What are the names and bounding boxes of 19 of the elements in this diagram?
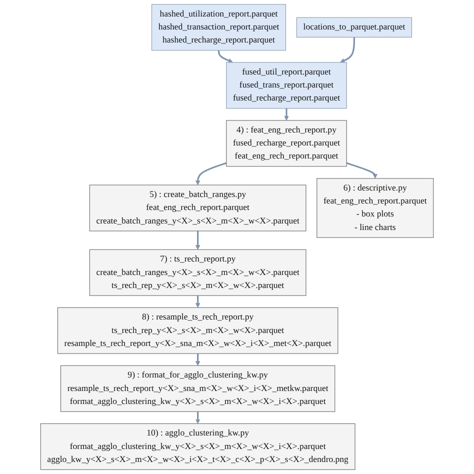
arrow <box>195 296 200 308</box>
arrow <box>346 162 378 179</box>
arrow <box>195 354 200 366</box>
node-box: 6) : descriptive.py feat_eng_rech_report.parquet - box plots - line charts <box>316 178 434 238</box>
arrow <box>195 230 200 250</box>
arrow <box>340 37 356 63</box>
node-box: 10) : agglo_clustering_kw.py format_agglo_clustering_kw_y<X>_s<X>_m<X>_w<X>_i<X>.parquet agglo_kw_y<X>_s<X>_m<X>_w<X>_i<X>_t<X>_c<X>_p<X>_s<X>_dendro.png <box>40 423 356 470</box>
arrow <box>195 162 227 186</box>
node-box: 5) : create_batch_ranges.py feat_eng_rech_report.parquet create_batch_ranges_y<X>_s<X>_m<X>_w<X>.parquet <box>89 184 306 232</box>
node-box: 9) : format_for_agglo_clustering_kw.py resample_ts_rech_report_y<X>_sna_m<X>_w<X>_i<X>_metkw.parquet format_agglo_clustering_kw_y<X>_s<X>_m<X>_w<X>_i<X>.parquet <box>60 365 336 412</box>
node-box: 8) : resample_ts_rech_report.py ts_rech_rep_y<X>_s<X>_m<X>_w<X>.parquet resample_ts_rech_report_y<X>_sna_m<X>_w<X>_i<X>_met<X>.parquet <box>57 307 338 354</box>
node-box: 7) : ts_rech_report.py create_batch_ranges_y<X>_s<X>_m<X>_w<X>.parquet ts_rech_rep_y<X>_s<X>_m<X>_w<X>.parquet <box>89 249 306 296</box>
node-box: 4) : feat_eng_rech_report.py fused_recharge_report.parquet feat_eng_rech_report.parquet <box>226 120 347 167</box>
arrow <box>218 50 234 63</box>
node-box: fused_util_report.parquet fused_trans_report.parquet fused_recharge_report.parquet <box>226 62 347 109</box>
arrow <box>284 108 289 121</box>
node-box: locations_to_parquet.parquet <box>296 17 412 38</box>
node-box: hashed_utilization_report.parquet hashed_transaction_report.parquet hashed_recharge_report.parquet <box>151 4 286 51</box>
arrow <box>195 412 200 424</box>
